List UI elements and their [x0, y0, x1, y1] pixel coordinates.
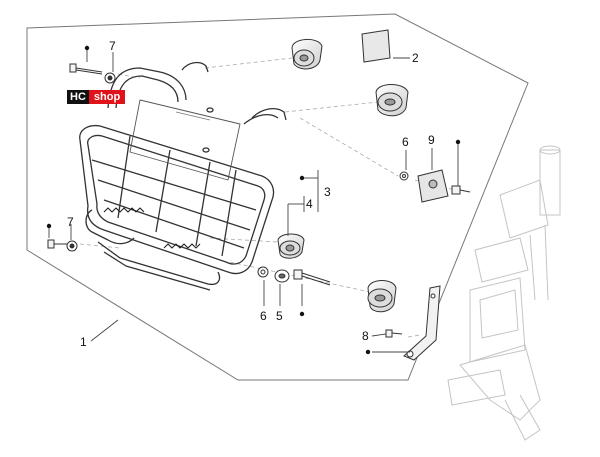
hc-shop-logo: HC shop	[67, 90, 126, 104]
callout-5: 5	[276, 309, 283, 323]
rubber-buffer-middle	[375, 84, 409, 117]
nut-top-left	[104, 72, 116, 84]
washer-6-right	[399, 171, 409, 181]
spacer-5	[274, 269, 290, 283]
callout-6-lower: 6	[260, 309, 267, 323]
rubber-buffer-bottom	[367, 280, 397, 313]
bolt-left-lower	[47, 239, 68, 249]
nut-left-lower	[66, 240, 78, 252]
callout-1: 1	[80, 335, 87, 349]
assembly-outline	[26, 13, 529, 381]
screw-8	[385, 329, 403, 338]
long-bolt	[293, 269, 331, 286]
callout-3: 3	[324, 185, 331, 199]
mounting-bracket	[403, 285, 441, 361]
callout-4: 4	[306, 197, 313, 211]
callout-leaders	[48, 50, 459, 353]
washer-6	[257, 266, 269, 278]
callout-2: 2	[412, 51, 419, 65]
rubber-buffer-top	[291, 39, 323, 70]
bolt-top-left	[69, 63, 103, 75]
logo-hc-text: HC	[67, 90, 89, 104]
callout-7-lower: 7	[67, 215, 74, 229]
callout-7-top: 7	[109, 39, 116, 53]
rubber-buffer-lower	[277, 233, 305, 259]
screw-right	[451, 185, 471, 195]
dot-markers	[46, 45, 461, 355]
front-luggage-rack	[79, 61, 287, 291]
callout-8: 8	[362, 329, 369, 343]
steering-column-outline	[447, 145, 561, 441]
sticker-pad	[361, 29, 391, 63]
logo-shop-text: shop	[88, 90, 126, 104]
callout-6-upper: 6	[402, 135, 409, 149]
callout-9: 9	[428, 133, 435, 147]
clip-part	[417, 169, 449, 203]
